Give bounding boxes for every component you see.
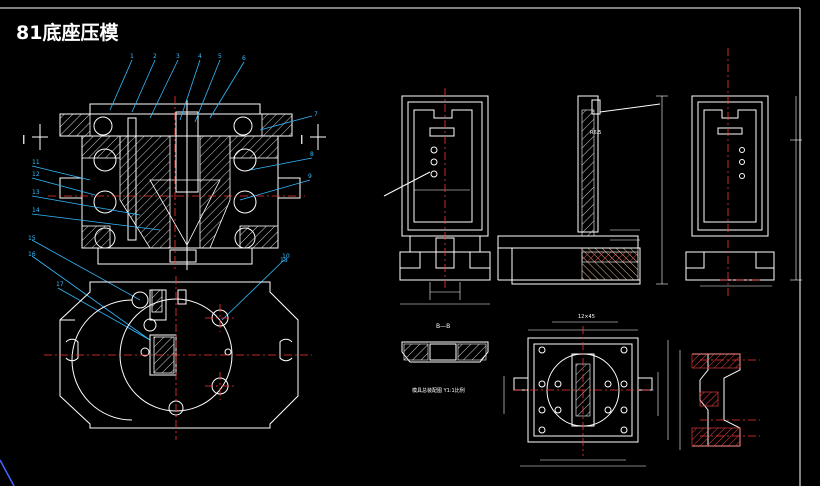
part-number-6: 6 xyxy=(242,55,246,62)
front-section-hatch xyxy=(59,113,293,249)
section-bb-label: B—B xyxy=(436,323,450,330)
profile-detail-hatch xyxy=(691,353,741,447)
part-number-10: 10 xyxy=(282,253,290,260)
part-number-2: 2 xyxy=(153,53,157,60)
drawing-title: 81底座压模 xyxy=(16,22,119,44)
front-center-lines xyxy=(48,96,305,270)
section-mark-right-label: I xyxy=(300,133,304,147)
part-number-11: 11 xyxy=(32,159,40,166)
drawing-border xyxy=(0,7,801,486)
plan-view-hatch xyxy=(151,289,175,374)
part-side-dims xyxy=(610,95,668,285)
profile-detail-center xyxy=(700,359,760,437)
section-mark-left-label: I xyxy=(22,133,26,147)
part-number-17: 17 xyxy=(56,281,64,288)
section-caption: 模具总装配图 Y1:1比例 xyxy=(412,387,465,394)
part-number-labels: 1 2 3 4 5 6 7 8 9 10 11 12 13 14 15 16 1… xyxy=(28,53,318,288)
part-number-13: 13 xyxy=(32,189,40,196)
dimension-label-chamfer: 12×45 xyxy=(578,314,595,320)
part-number-1: 1 xyxy=(130,53,134,60)
part-right-center xyxy=(720,48,760,296)
part-number-12: 12 xyxy=(32,171,40,178)
part-side-hatch xyxy=(581,109,639,281)
part-number-14: 14 xyxy=(32,207,40,214)
part-number-7: 7 xyxy=(314,111,318,118)
part-front-view xyxy=(383,95,491,281)
part-right-view xyxy=(685,95,775,281)
part-front-dims xyxy=(400,189,490,305)
part-number-15: 15 xyxy=(28,235,36,242)
part-number-16: 16 xyxy=(28,251,36,258)
section-bb xyxy=(401,341,489,363)
part-number-3: 3 xyxy=(176,53,180,60)
section-mark-right xyxy=(310,124,326,150)
part-number-4: 4 xyxy=(198,53,202,60)
part-number-8: 8 xyxy=(310,151,314,158)
section-bb-hatch xyxy=(403,343,487,361)
plan-center-lines xyxy=(44,276,312,440)
dimension-label-radius: R6.5 xyxy=(590,130,601,136)
section-mark-left xyxy=(32,124,48,150)
corner-accent-line xyxy=(0,459,15,486)
part-right-dims xyxy=(700,96,802,287)
front-section-punch xyxy=(127,100,221,270)
part-leaders xyxy=(31,59,313,341)
part-plan-center xyxy=(514,326,654,456)
part-number-5: 5 xyxy=(218,53,222,60)
part-number-18: 18 xyxy=(280,257,288,264)
part-number-9: 9 xyxy=(308,173,312,180)
